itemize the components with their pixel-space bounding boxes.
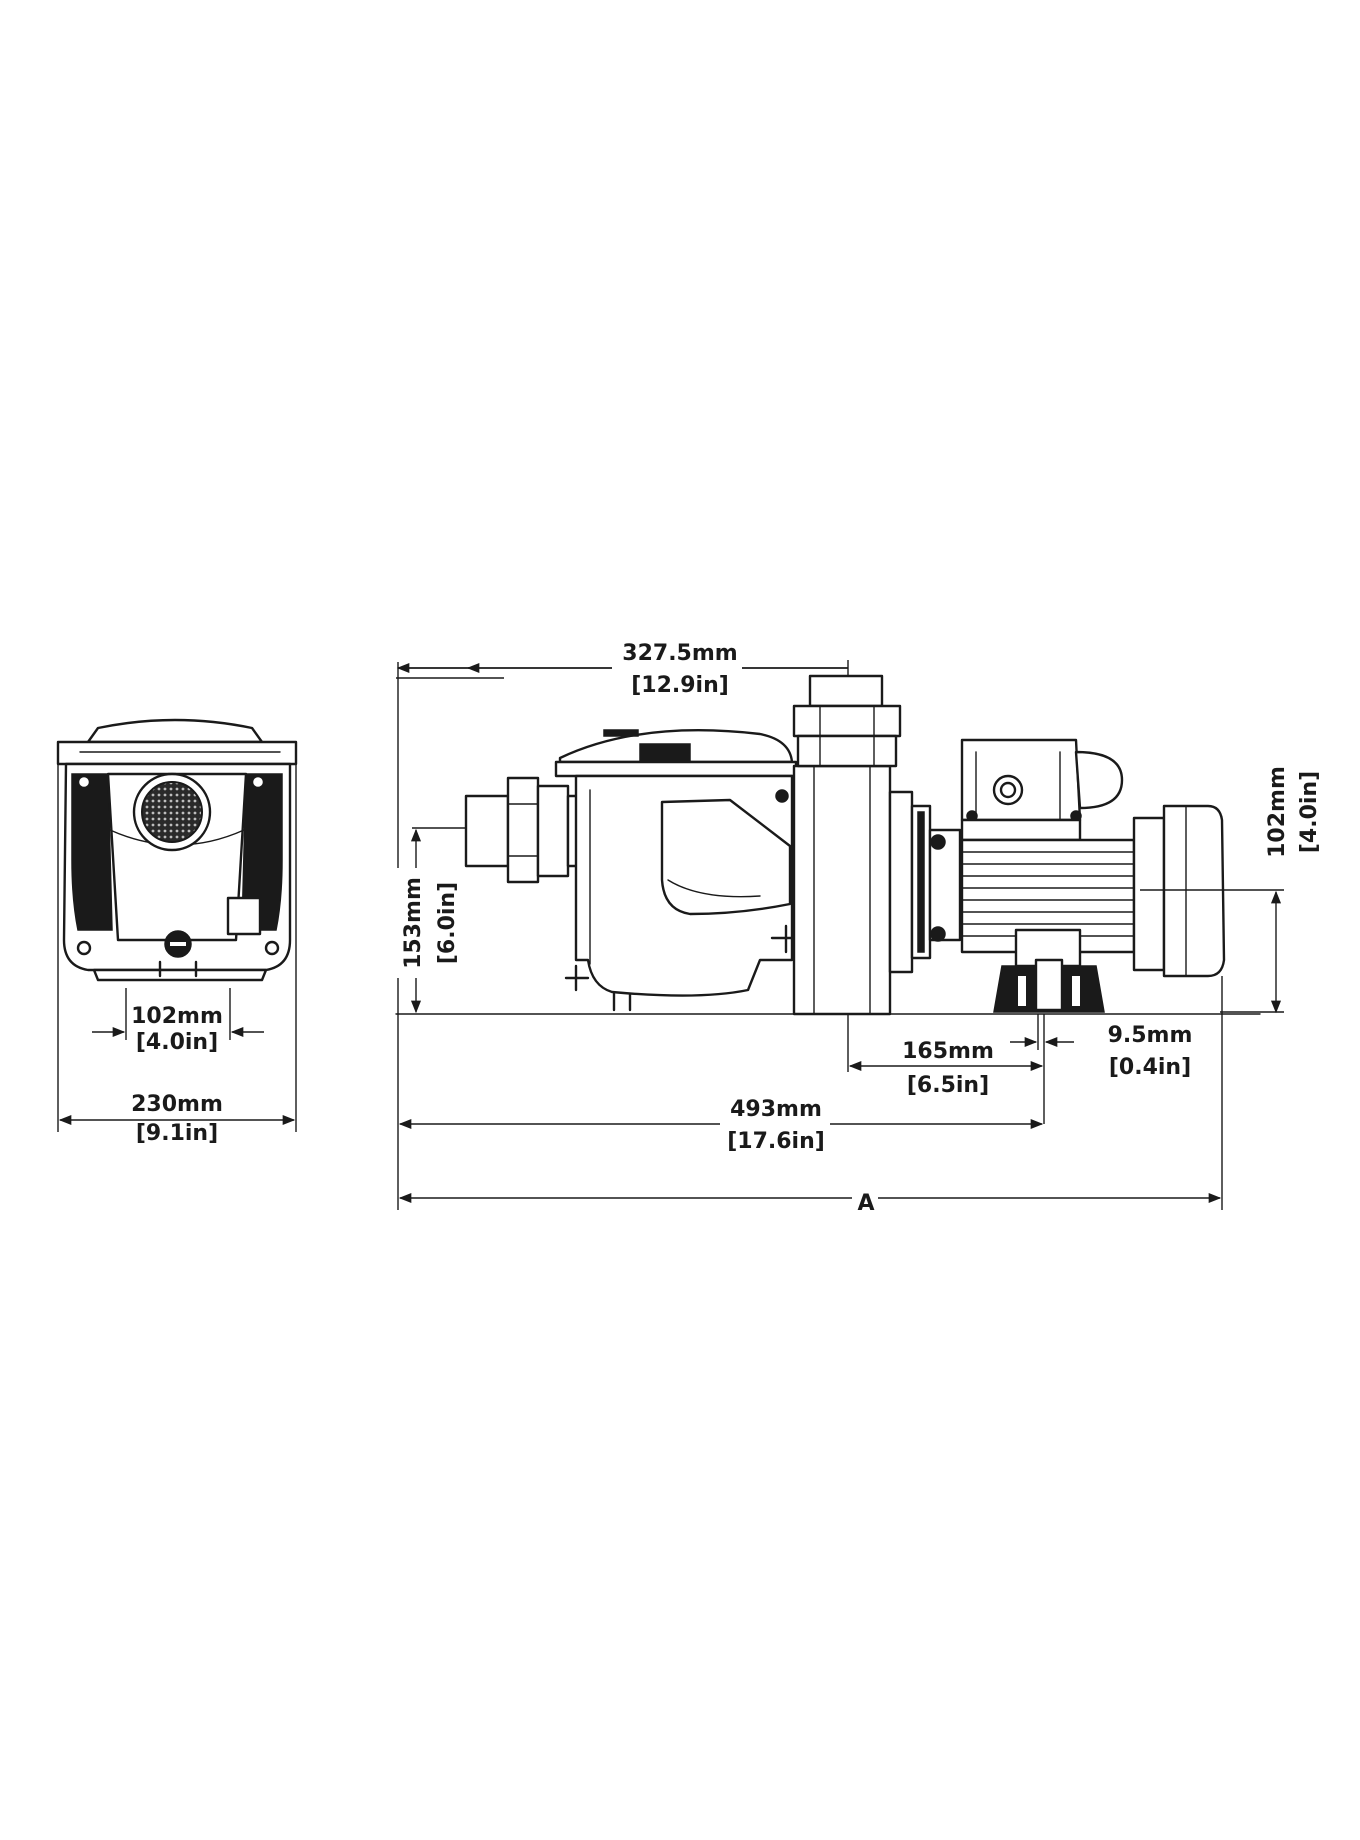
front-junction-box [226,896,262,936]
fan-cover-ring [1132,816,1166,972]
front-port-in-label: [4.0in] [136,1030,218,1055]
right-height-in-label: [4.0in] [1297,771,1322,853]
pump-faceplate [792,764,892,1016]
outlet-pipe [808,674,884,708]
front-port-mm-label: 102mm [131,1004,223,1029]
outlet-union [792,704,902,738]
dimension-labels: 102mm [4.0in] 230mm [9.1in] 327.5mm [12.… [131,640,1322,1216]
screw-icon [76,940,92,956]
length-493-in-label: [17.6in] [727,1129,825,1154]
side-view [395,674,1261,1016]
inlet-height-mm-label: 153mm [401,877,426,969]
screw-icon [76,774,92,790]
base-165-in-label: [6.5in] [907,1073,989,1098]
front-top-flange [56,740,298,766]
front-grille [141,781,203,843]
inlet-union [506,776,540,884]
overall-length-label: A [857,1191,874,1216]
bolt-in-label: [0.4in] [1109,1055,1191,1080]
inlet-pipe [464,794,510,868]
volute-opening [660,798,792,916]
right-height-mm-label: 102mm [1265,766,1290,858]
base-165-mm-label: 165mm [902,1039,994,1064]
front-width-in-label: [9.1in] [136,1121,218,1146]
front-view [56,718,298,1132]
top-in-label: [12.9in] [631,673,729,698]
motor-terminal-box [960,738,1082,822]
inlet-height-in-label: [6.0in] [435,882,460,964]
screw-icon [250,774,266,790]
front-width-mm-label: 230mm [131,1092,223,1117]
bolt-mm-label: 9.5mm [1108,1023,1193,1048]
screw-icon [264,940,280,956]
front-left-panel [71,773,113,931]
top-mm-label: 327.5mm [622,641,737,666]
fan-cover [1162,804,1226,978]
front-lid-rim [86,718,264,744]
front-base [92,968,268,982]
length-493-mm-label: 493mm [730,1097,822,1122]
